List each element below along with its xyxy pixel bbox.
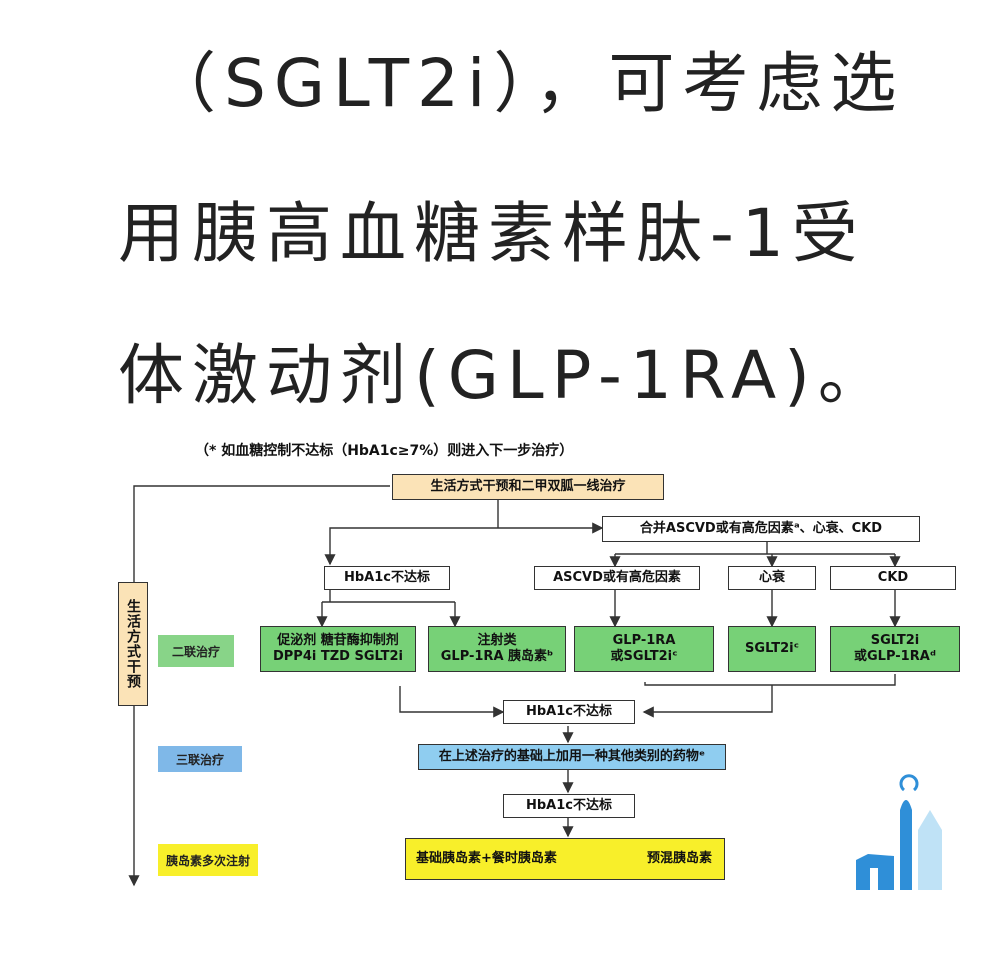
injectables-box: 注射类 GLP-1RA 胰岛素ᵇ (428, 626, 566, 672)
lifestyle-arrow (128, 485, 390, 887)
ckd-drug-line2: 或GLP-1RAᵈ (854, 649, 936, 664)
heading-line-2: 用胰高血糖素样肽-1受 (118, 195, 866, 272)
heading-line-1: （SGLT2i），可考虑选 (150, 45, 905, 122)
oral-drugs-box: 促泌剂 糖苷酶抑制剂 DPP4i TZD SGLT2i (260, 626, 416, 672)
triple-therapy-box: 在上述治疗的基础上加用一种其他类别的药物ᵉ (418, 744, 726, 770)
glp-or-sglt-line2: 或SGLT2iᶜ (610, 649, 678, 664)
hba1c-fail-low-box: HbA1c不达标 (503, 794, 635, 818)
comorbid-header-box: 合并ASCVD或有高危因素ᵃ、心衰、CKD (602, 516, 920, 542)
sglt2-hf-box: SGLT2iᶜ (728, 626, 816, 672)
stage-label-dual: 二联治疗 (158, 635, 234, 667)
oral-drugs-line2: DPP4i TZD SGLT2i (272, 649, 404, 664)
premix-text: 预混胰岛素 (646, 851, 712, 866)
basal-bolus-text: 基础胰岛素+餐时胰岛素 (416, 851, 557, 866)
ckd-box: CKD (830, 566, 956, 590)
hba1c-fail-mid-box: HbA1c不达标 (503, 700, 635, 724)
hba1c-fail-left-box: HbA1c不达标 (324, 566, 450, 590)
ckd-drug-box: SGLT2i 或GLP-1RAᵈ (830, 626, 960, 672)
heart-failure-box: 心衰 (728, 566, 816, 590)
lifestyle-side-label: 生活方式干预 (118, 582, 148, 706)
injectables-line2: GLP-1RA 胰岛素ᵇ (440, 649, 554, 664)
glp-or-sglt-line1: GLP-1RA (612, 633, 676, 648)
treatment-flowchart: （* 如血糖控制不达标（HbA1c≥7%）则进入下一步治疗） 生活方式干预 二联… (110, 430, 970, 900)
stage-label-triple: 三联治疗 (158, 746, 242, 772)
glp-or-sglt-box: GLP-1RA 或SGLT2iᶜ (574, 626, 714, 672)
building-graphic (856, 774, 942, 890)
ascvd-box: ASCVD或有高危因素 (534, 566, 700, 590)
top-note: （* 如血糖控制不达标（HbA1c≥7%）则进入下一步治疗） (195, 443, 574, 459)
injectables-line1: 注射类 (477, 633, 517, 648)
oral-drugs-line1: 促泌剂 糖苷酶抑制剂 (277, 633, 399, 648)
stage-label-insulin: 胰岛素多次注射 (158, 844, 258, 876)
insulin-regimen-box: 基础胰岛素+餐时胰岛素 预混胰岛素 (405, 838, 725, 880)
ckd-drug-line1: SGLT2i (870, 633, 920, 648)
heading-line-3: 体激动剂(GLP-1RA)。 (118, 337, 892, 414)
first-line-box: 生活方式干预和二甲双胍一线治疗 (392, 474, 664, 500)
